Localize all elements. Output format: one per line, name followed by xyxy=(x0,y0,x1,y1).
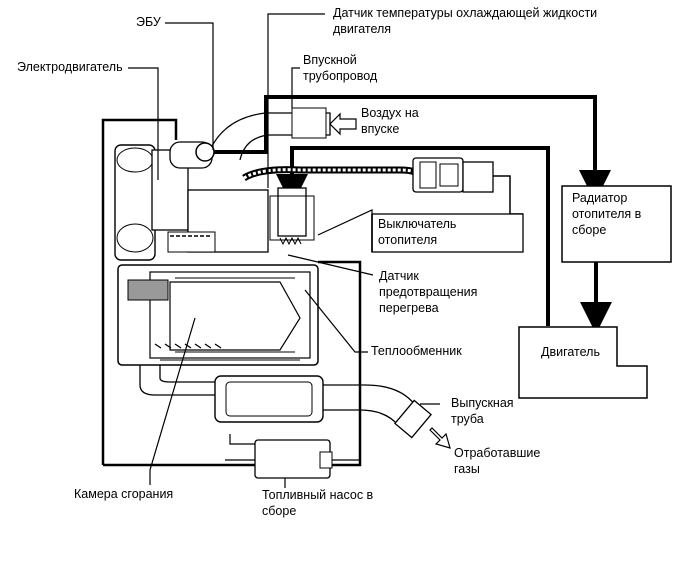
leader-motor xyxy=(128,67,159,180)
leader-intake xyxy=(291,67,300,108)
fuel-pump xyxy=(254,439,331,479)
ecu-label: ЭБУ xyxy=(136,15,161,29)
muffler xyxy=(214,375,324,423)
coolant-sensor-label-1: Датчик температуры охлаждающей жидкости xyxy=(333,6,598,20)
leader-coolant-sensor xyxy=(267,13,325,188)
air-arrow xyxy=(329,112,357,136)
exhaust-outlet xyxy=(394,399,432,439)
heater-frame xyxy=(101,118,178,465)
leader-ecu xyxy=(165,22,214,150)
combustion-label: Камера сгорания xyxy=(74,487,174,501)
leader-heat-exchanger xyxy=(304,289,368,353)
coolant-temp-sensor-body xyxy=(277,187,307,237)
air-label-2: впуске xyxy=(361,122,400,136)
intake-tube xyxy=(209,112,331,161)
coolant-sensor-label-2: двигателя xyxy=(333,22,392,36)
overheat-label-2: предотвращения xyxy=(379,285,478,299)
heater-switch-label-2: отопителя xyxy=(378,233,438,247)
intake-label-1: Впускной xyxy=(303,53,357,67)
leader-combustion xyxy=(149,317,196,485)
ecu-unit xyxy=(195,142,215,162)
coolant-line-upper xyxy=(208,95,597,180)
motor-label: Электродвигатель xyxy=(17,60,123,74)
engine-box xyxy=(518,326,648,399)
overheat-label-3: перегрева xyxy=(379,301,439,315)
engine-label: Двигатель xyxy=(541,345,600,359)
air-label-1: Воздух на xyxy=(361,106,419,120)
combustion-chamber xyxy=(169,281,301,351)
radiator-label-2: отопителя в xyxy=(572,207,642,221)
radiator-label-3: сборе xyxy=(572,223,607,237)
exhaust-pipe-label-2: труба xyxy=(451,412,484,426)
exhaust-pipe xyxy=(139,365,215,396)
fuel-pump-label-2: сборе xyxy=(262,504,297,518)
exhaust-gas-label-1: Отработавшие xyxy=(454,446,541,460)
fuel-pump-label-1: Топливный насос в xyxy=(262,488,374,502)
heater-switch-box xyxy=(371,213,524,253)
leader-switch xyxy=(317,209,373,252)
exhaust-gas-arrow xyxy=(429,427,451,449)
intake-manifold xyxy=(291,107,327,139)
intake-label-2: трубопровод xyxy=(303,69,378,83)
heater-frame-right xyxy=(103,260,362,467)
radiator-label-1: Радиатор xyxy=(572,191,628,205)
exhaust-pipe-label-1: Выпускная xyxy=(451,396,514,410)
radiator-box xyxy=(561,185,672,263)
heater-switch-label-1: Выключатель xyxy=(378,217,457,231)
leader-overheat xyxy=(287,254,374,276)
heat-exchanger-label: Теплообменник xyxy=(371,344,462,358)
exhaust-gas-label-2: газы xyxy=(454,462,480,476)
overheat-label-1: Датчик xyxy=(379,269,419,283)
